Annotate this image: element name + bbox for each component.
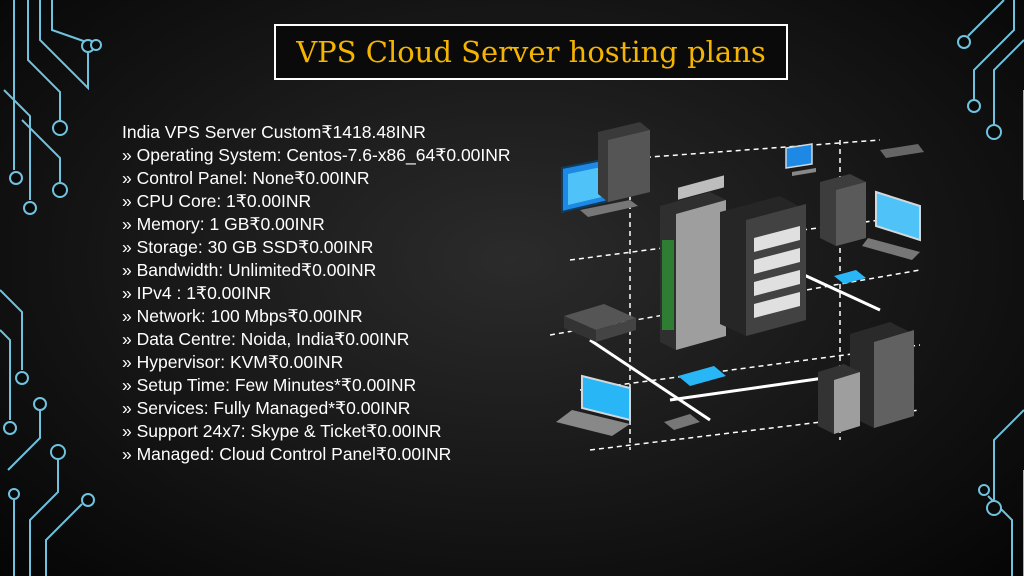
spec-item: » Services: Fully Managed*₹0.00INR: [122, 398, 411, 418]
spec-item: » Control Panel: None₹0.00INR: [122, 168, 370, 188]
router-small-icon: [664, 414, 700, 430]
circuit-decoration-left: [0, 0, 102, 576]
network-switch-icon: [564, 304, 636, 342]
server-rack-icon: [660, 175, 806, 350]
server-network-illustration: [550, 122, 924, 451]
spec-item: » Memory: 1 GB₹0.00INR: [122, 214, 325, 234]
laptop-icon: [556, 374, 631, 436]
spec-item: » Support 24x7: Skype & Ticket₹0.00INR: [122, 421, 442, 441]
server-cluster-icon: [818, 322, 914, 434]
tablet-icon-2: [678, 366, 726, 386]
spec-item: » Managed: Cloud Control Panel₹0.00INR: [122, 444, 452, 464]
tablet-icon: [834, 270, 866, 284]
title-box: VPS Cloud Server hosting plans: [274, 24, 788, 80]
router-icon: [880, 144, 924, 158]
spec-item: » Operating System: Centos-7.6-x86_64₹0.…: [122, 145, 511, 165]
spec-item: » Network: 100 Mbps₹0.00INR: [122, 306, 363, 326]
plan-header: India VPS Server Custom₹1418.48INR: [122, 122, 426, 142]
spec-item: » IPv4 : 1₹0.00INR: [122, 283, 272, 303]
monitor-right-icon: [862, 190, 921, 260]
small-monitor-icon: [785, 143, 816, 176]
spec-item: » Hypervisor: KVM₹0.00INR: [122, 352, 344, 372]
spec-item: » Storage: 30 GB SSD₹0.00INR: [122, 237, 374, 257]
desktop-computer-icon: [561, 122, 650, 217]
tower-pc-icon: [820, 174, 866, 246]
spec-item: » Setup Time: Few Minutes*₹0.00INR: [122, 375, 417, 395]
spec-item: » Bandwidth: Unlimited₹0.00INR: [122, 260, 377, 280]
slide-title: VPS Cloud Server hosting plans: [296, 35, 766, 69]
spec-item: » CPU Core: 1₹0.00INR: [122, 191, 312, 211]
spec-item: » Data Centre: Noida, India₹0.00INR: [122, 329, 410, 349]
spec-list: India VPS Server Custom₹1418.48INR » Ope…: [122, 121, 572, 466]
circuit-decoration-right: [957, 0, 1024, 576]
